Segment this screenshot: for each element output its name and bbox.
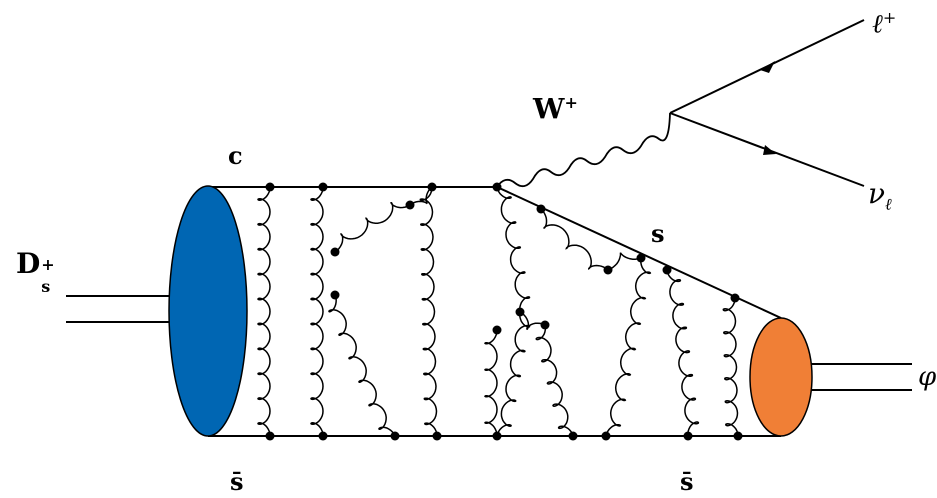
vertex-dot	[636, 253, 646, 263]
lepton-arrow-icon	[760, 61, 775, 73]
gluon-spring	[484, 329, 498, 437]
vertex-dot	[662, 265, 672, 275]
gluon-spring	[607, 252, 642, 271]
gluon-spring	[334, 201, 411, 253]
vertex-dot	[492, 325, 502, 335]
gluon-spring	[540, 208, 609, 271]
charm-quark-label: c	[228, 141, 243, 170]
gluon-spring	[328, 294, 396, 437]
final-meson-label: φ	[918, 362, 937, 392]
vertex-dot	[568, 431, 578, 441]
gluon-spring	[666, 269, 700, 437]
vertex-dot	[427, 182, 437, 192]
vertex-dot	[265, 431, 275, 441]
w-boson-line	[496, 112, 671, 188]
neutrino-label: νℓ	[868, 177, 892, 214]
gluon-spring	[496, 311, 531, 437]
vertex-dot	[330, 247, 340, 257]
gluon-spring	[535, 324, 574, 437]
vertex-dot	[603, 265, 613, 275]
vertex-dot	[432, 431, 442, 441]
vertex-dot	[390, 431, 400, 441]
vertex-dot	[492, 431, 502, 441]
vertex-dot	[515, 307, 525, 317]
gluon-spring	[409, 186, 433, 206]
gluon-lines	[257, 186, 739, 437]
strange-quark-label: s	[651, 219, 665, 248]
initial-meson-blob	[168, 185, 248, 437]
gluon-spring	[257, 186, 271, 437]
vertex-dot	[265, 182, 275, 192]
vertex-dots	[265, 182, 743, 441]
gluon-spring	[519, 311, 546, 330]
vertex-dot	[536, 204, 546, 214]
vertex-dot	[730, 293, 740, 303]
gluon-spring	[496, 186, 531, 313]
gluon-spring	[310, 186, 324, 437]
w-boson-label: W+	[533, 92, 578, 126]
spectator-right-label: s̄	[680, 467, 694, 496]
vertex-dot	[330, 290, 340, 300]
lepton-label: ℓ+	[872, 8, 897, 40]
vertex-dot	[733, 431, 743, 441]
spectator-left-label: s̄	[230, 467, 244, 496]
vertex-dot	[405, 200, 415, 210]
neutrino-arrow-icon	[763, 145, 776, 155]
gluon-spring	[419, 186, 438, 437]
vertex-dot	[318, 431, 328, 441]
vertex-dot	[492, 182, 502, 192]
vertex-dot	[683, 431, 693, 441]
vertex-dot	[601, 431, 611, 441]
initial-meson-label: D+s	[16, 247, 55, 296]
gluon-spring	[722, 297, 739, 437]
vertex-dot	[318, 182, 328, 192]
final-meson-blob	[749, 317, 813, 437]
gluon-spring	[605, 257, 652, 437]
vertex-dot	[540, 320, 550, 330]
